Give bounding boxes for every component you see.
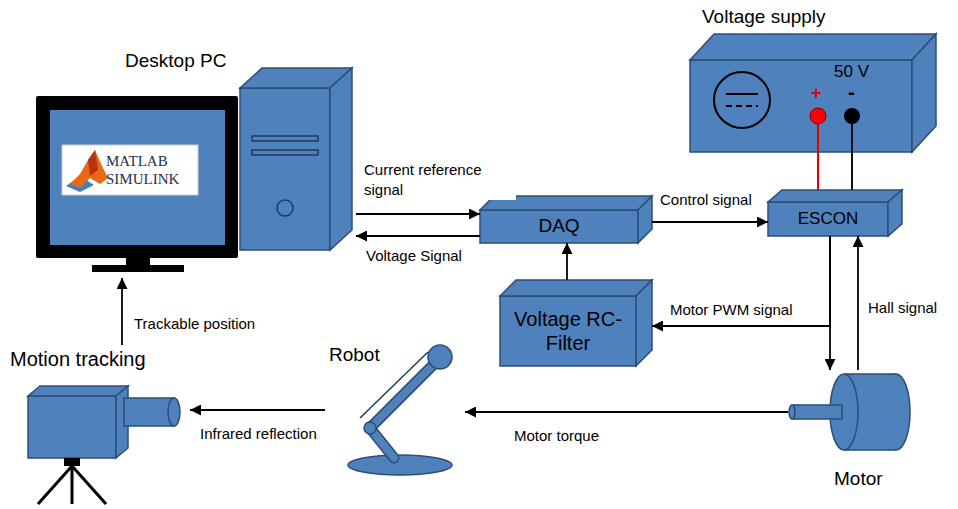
box-side (636, 280, 652, 366)
signal-arrow (121, 278, 123, 345)
power-button (277, 200, 293, 216)
node-label: Robot (329, 342, 409, 368)
monitor-frame (36, 96, 238, 258)
box-top (500, 280, 652, 296)
filter-box: Voltage RC-Filter (500, 280, 652, 366)
signal-arrow (190, 409, 325, 411)
monitor-screen (50, 110, 225, 245)
escon-shape (768, 190, 902, 236)
signal-arrow (465, 411, 788, 413)
node-label: DAQ (480, 210, 638, 243)
signal-arrow (356, 213, 480, 215)
monitor (36, 96, 238, 272)
tripod-mount (64, 458, 80, 466)
camera-shape (28, 386, 180, 504)
node-label: Motor (834, 466, 906, 492)
edge-label: Hall signal (866, 298, 939, 318)
edge-label: Motor PWM signal (668, 300, 795, 320)
supply-top (690, 34, 936, 60)
supply-front (690, 60, 912, 152)
box-top (768, 190, 902, 202)
power-supply-shape (690, 34, 936, 152)
lens-end (168, 398, 180, 426)
filter-shape (500, 280, 652, 366)
edge-label: Voltage Signal (364, 246, 464, 266)
box-front (480, 210, 638, 243)
controller-box: ESCON (768, 190, 902, 236)
tripod-leg (72, 466, 106, 504)
node-label: Voltage RC-Filter (500, 296, 636, 366)
camera-front (28, 396, 116, 458)
edge-label: Motor torque (512, 426, 601, 446)
node-label: MATLAB SIMULINK (106, 148, 196, 192)
software-logo: MATLAB SIMULINK (62, 145, 198, 195)
edge-label: Current reference signal (362, 160, 516, 200)
robot: Robot (325, 340, 465, 478)
node-label: Motion tracking (10, 345, 186, 373)
motor-shaft (792, 405, 842, 419)
dc-symbol (714, 72, 770, 128)
shaft-end (789, 405, 795, 419)
dc-line (726, 93, 758, 95)
camera-top (28, 386, 128, 396)
pc-group: MATLAB SIMULINK Desktop PC (30, 45, 356, 278)
signal-arrow (566, 243, 568, 280)
link-outline (370, 362, 436, 428)
robot-joint (364, 422, 376, 434)
monitor-neck (126, 258, 150, 266)
node-label: Voltage supply (702, 4, 902, 30)
motor-shape (789, 374, 910, 450)
signal-arrow (652, 236, 830, 326)
signal-arrow (356, 235, 480, 237)
edge-label: Trackable position (132, 314, 257, 334)
box-front (500, 296, 636, 366)
power-wire (817, 152, 819, 190)
pc-tower (240, 68, 352, 250)
terminal-sign: - (848, 82, 855, 102)
box-side (638, 196, 652, 243)
supply-side (912, 34, 936, 152)
tower-front (240, 88, 330, 250)
tripod-leg (71, 466, 74, 504)
tripod-leg (38, 466, 72, 504)
logo-box (62, 145, 198, 195)
signal-arrow (652, 221, 768, 223)
motor-edge (844, 373, 896, 375)
robot-tool (428, 345, 452, 369)
box-front (768, 202, 888, 236)
dc-dash (726, 105, 758, 107)
node-label: Desktop PC (125, 48, 275, 74)
motor-edge (844, 449, 896, 451)
power-supply: Voltage supply 50 V (690, 4, 938, 152)
node-value: 50 V (834, 60, 890, 84)
logo-shade (88, 150, 98, 176)
drive-slot (252, 136, 318, 141)
minus-terminal (844, 108, 860, 124)
logo-peak (70, 150, 108, 188)
tower-side (330, 68, 352, 250)
motor: Motor (788, 370, 910, 494)
plus-terminal (810, 108, 826, 124)
upper-link (370, 362, 436, 428)
daq-box: DAQ (480, 196, 652, 243)
node-label: ESCON (768, 202, 888, 236)
monitor-base (92, 265, 184, 272)
robot-base (348, 455, 452, 475)
daq-shape (480, 196, 652, 243)
signal-arrow (857, 236, 859, 370)
edge-label: Control signal (658, 190, 754, 210)
power-wire (851, 152, 853, 190)
box-side (888, 190, 902, 236)
camera-lens (124, 398, 174, 426)
terminal-sign: + (811, 84, 822, 102)
edge-label: Infrared reflection (198, 424, 319, 444)
drive-slot (252, 150, 318, 155)
camera: Motion tracking (8, 345, 190, 507)
